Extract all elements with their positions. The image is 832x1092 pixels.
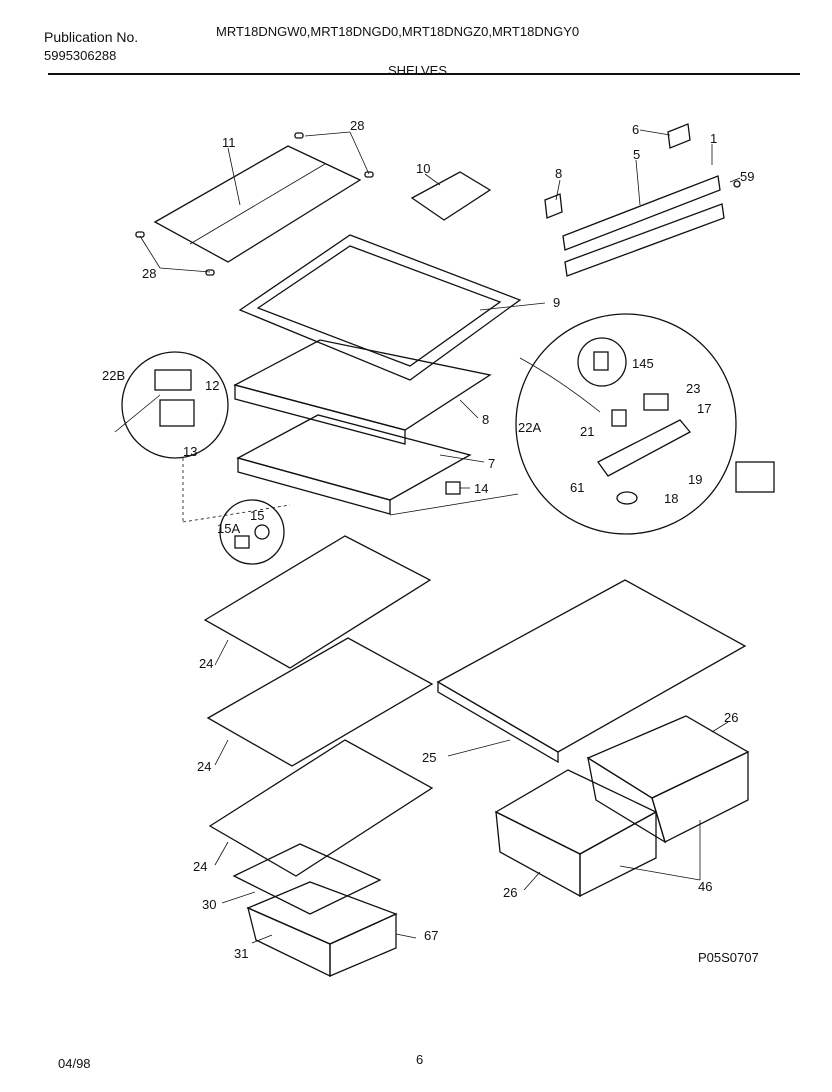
callout: 15 xyxy=(250,508,264,523)
callout: 5 xyxy=(633,147,640,162)
callout: 23 xyxy=(686,381,700,396)
shelf-supports-28 xyxy=(135,132,374,276)
callout: 61 xyxy=(570,480,584,495)
wire-shelf-24-c xyxy=(208,739,434,877)
egg-tray-10 xyxy=(410,171,492,221)
callout: 22B xyxy=(102,368,125,383)
callout: 31 xyxy=(234,946,248,961)
callout: 17 xyxy=(697,401,711,416)
rails-brackets xyxy=(544,123,741,277)
detail-circle-left xyxy=(114,351,291,523)
shelf-frame-9 xyxy=(238,234,522,381)
callout: 30 xyxy=(202,897,216,912)
callout: 25 xyxy=(422,750,436,765)
callout: 14 xyxy=(474,481,488,496)
publication-label: Publication No. xyxy=(44,29,139,45)
callout: 28 xyxy=(350,118,364,133)
header-rule xyxy=(48,73,800,75)
tray-7 xyxy=(236,414,472,515)
callout: 24 xyxy=(193,859,207,874)
callout: 46 xyxy=(698,879,712,894)
shelf-8 xyxy=(233,339,492,445)
callout: 9 xyxy=(553,295,560,310)
callout: 145 xyxy=(632,356,654,371)
callout: 18 xyxy=(664,491,678,506)
callout: 13 xyxy=(183,444,197,459)
callout: 26 xyxy=(724,710,738,725)
lamp-assembly-15 xyxy=(219,499,285,565)
publication-number: 5995306288 xyxy=(44,48,117,63)
model-numbers: MRT18DNGW0,MRT18DNGD0,MRT18DNGZ0,MRT18DN… xyxy=(216,24,580,39)
callout: 6 xyxy=(632,122,639,137)
page-number: 6 xyxy=(416,1052,424,1067)
leader-lines xyxy=(139,129,741,944)
detail-circle-right xyxy=(389,313,775,535)
wire-shelf-24-b xyxy=(206,637,434,767)
callout: 24 xyxy=(199,656,213,671)
callout: 19 xyxy=(688,472,702,487)
callout: 67 xyxy=(424,928,438,943)
callout: 15A xyxy=(217,521,240,536)
footer-date: 04/98 xyxy=(58,1056,91,1071)
figure-id: P05S0707 xyxy=(698,950,759,965)
callout: 26 xyxy=(503,885,517,900)
crisper-cover-25 xyxy=(436,579,747,764)
callout: 28 xyxy=(142,266,156,281)
glass-shelf-30 xyxy=(232,843,382,915)
callout: 24 xyxy=(197,759,211,774)
pan-31 xyxy=(246,881,398,978)
callout: 21 xyxy=(580,424,594,439)
callout-labels: 11 28 28 10 6 1 5 59 8 9 22B 12 13 145 2… xyxy=(102,118,754,961)
callout: 10 xyxy=(416,161,430,176)
callout: 7 xyxy=(488,456,495,471)
crisper-drawer-26-left xyxy=(494,769,658,898)
callout: 12 xyxy=(205,378,219,393)
callout: 8 xyxy=(482,412,489,427)
part-14 xyxy=(445,481,461,495)
callout: 22A xyxy=(518,420,541,435)
section-title: SHELVES xyxy=(388,63,448,78)
callout: 8 xyxy=(555,166,562,181)
wire-shelf-24-a xyxy=(203,535,432,669)
wire-shelf-11 xyxy=(153,145,362,263)
callout: 1 xyxy=(710,131,717,146)
callout: 59 xyxy=(740,169,754,184)
callout: 11 xyxy=(222,135,236,150)
crisper-drawer-26-right xyxy=(586,715,750,844)
